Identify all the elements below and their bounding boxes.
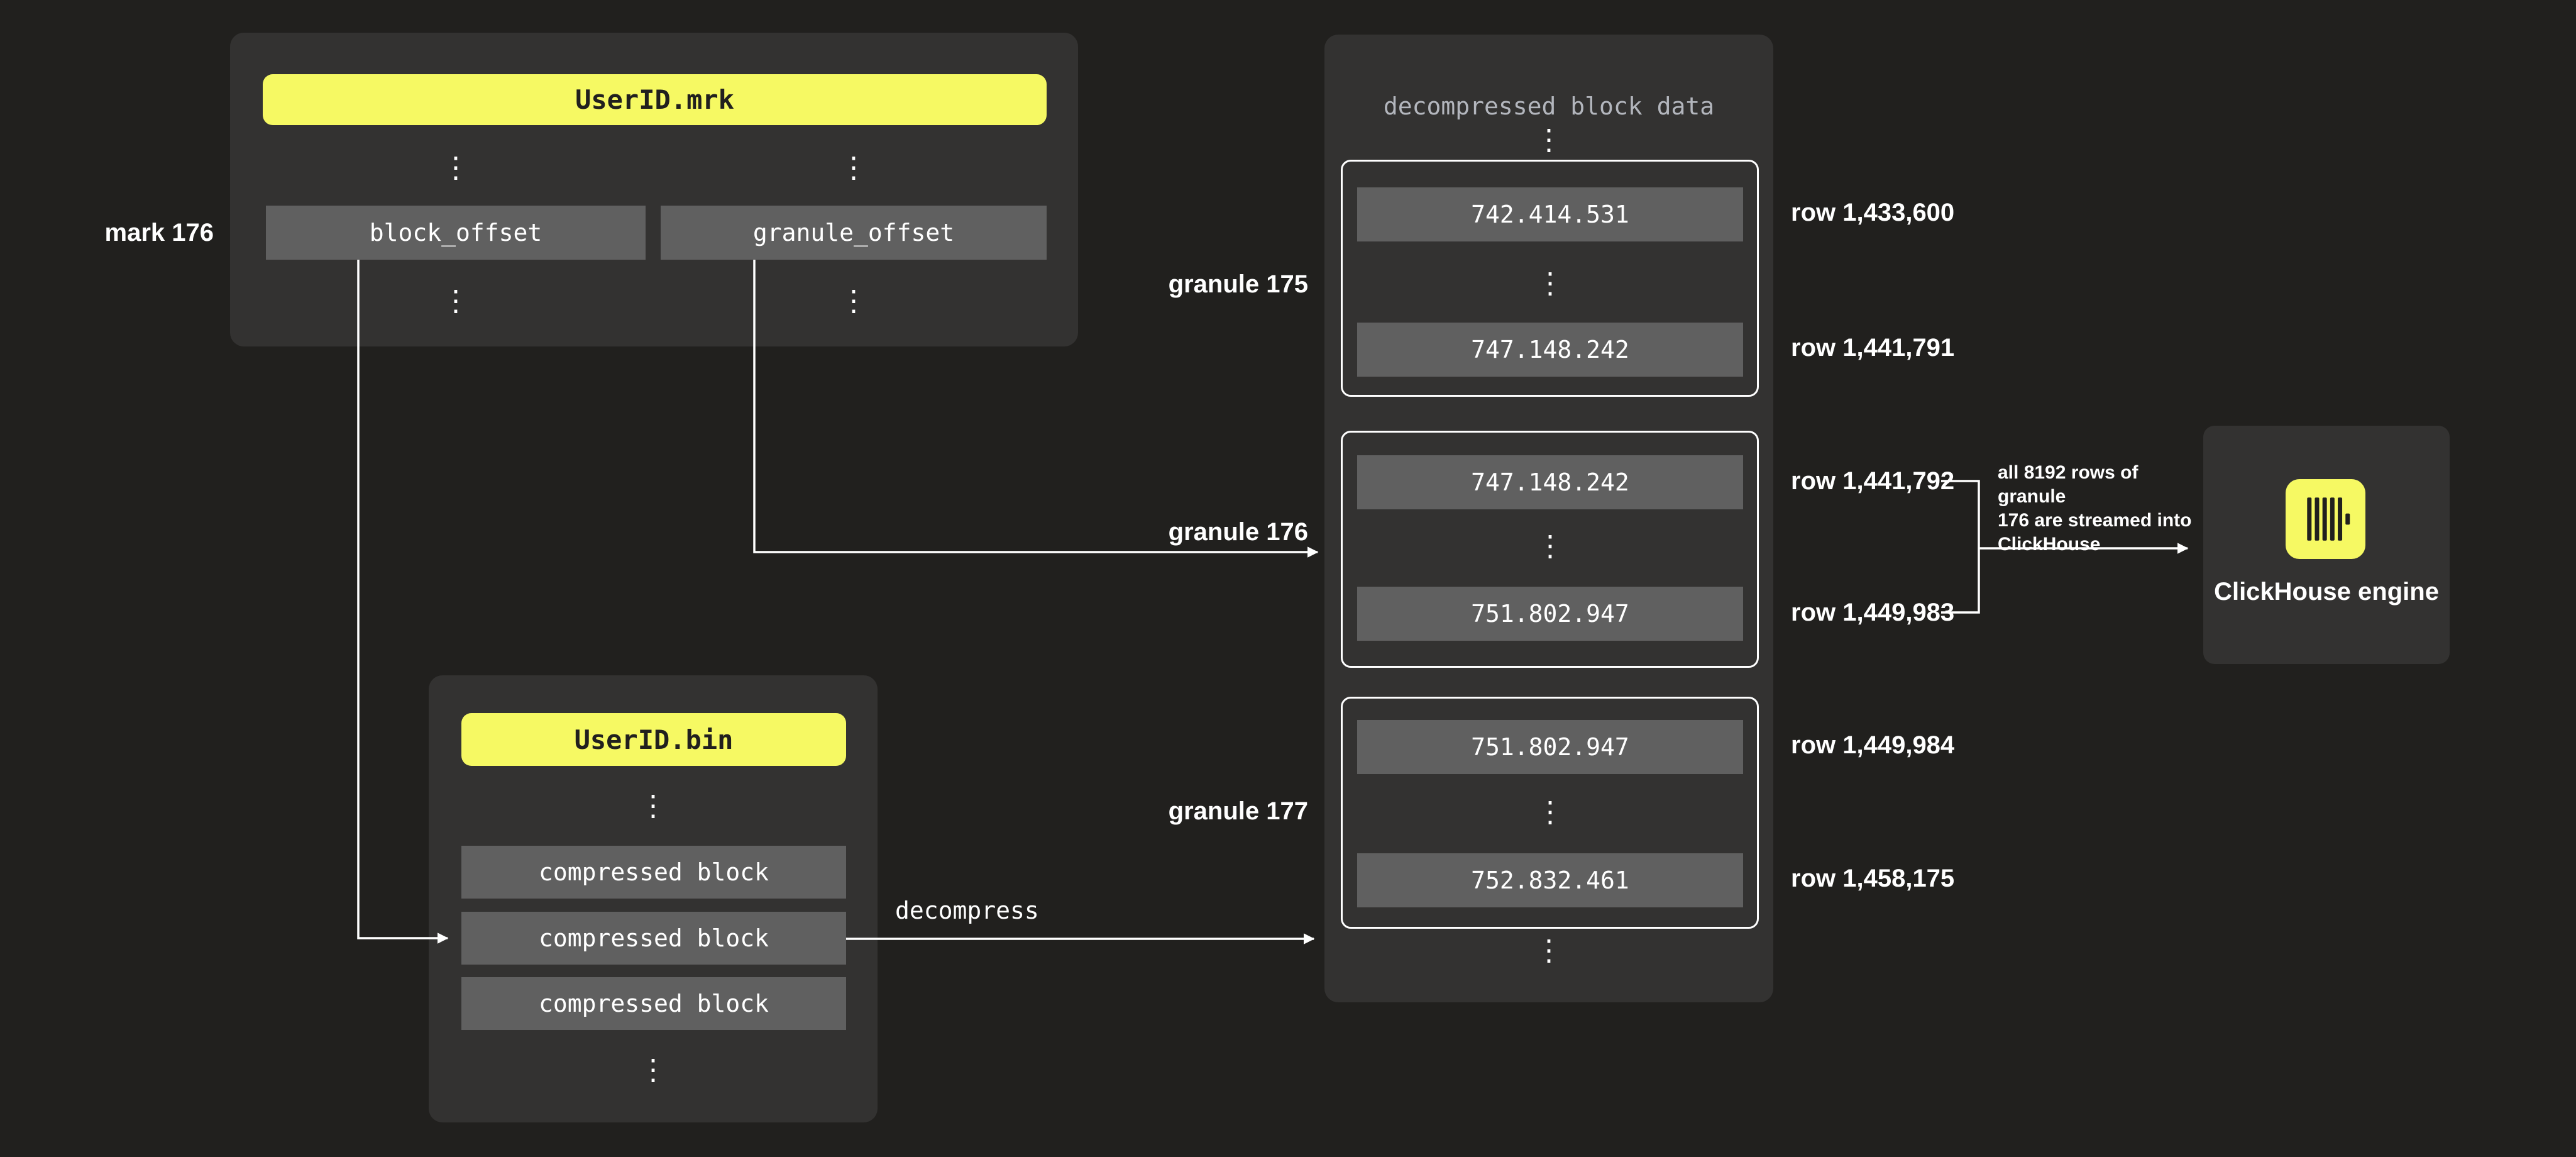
decompressed-panel: decompressed block data ⋮ 742.414.531 ⋮ …	[1324, 35, 1773, 1002]
field-block-offset-label: block_offset	[369, 219, 542, 246]
granule-value: 752.832.461	[1357, 853, 1743, 907]
vertical-ellipsis-icon: ⋮	[1534, 933, 1563, 967]
annotation-line: all 8192 rows of granule	[1998, 462, 2138, 507]
wire-row-bracket	[1941, 480, 1980, 614]
annotation-line: 176 are streamed into	[1998, 510, 2192, 531]
mrk-file-title-text: UserID.mrk	[575, 84, 734, 115]
granule-value-text: 747.148.242	[1471, 468, 1629, 496]
vertical-ellipsis-icon: ⋮	[1536, 266, 1565, 300]
granule-box-177: 751.802.947 ⋮ 752.832.461	[1341, 697, 1759, 929]
bin-file-panel: UserID.bin ⋮ compressed block compressed…	[429, 675, 878, 1122]
granule-value-text: 751.802.947	[1471, 733, 1629, 761]
field-granule-offset-label: granule_offset	[752, 219, 955, 246]
mark-label: mark 176	[104, 219, 214, 246]
annotation: all 8192 rows of granule 176 are streame…	[1998, 461, 2211, 556]
decompress-arrow-label: decompress	[895, 897, 1039, 924]
vertical-ellipsis-icon: ⋮	[441, 150, 470, 184]
vertical-ellipsis-icon: ⋮	[639, 1053, 668, 1087]
vertical-ellipsis-icon: ⋮	[839, 150, 868, 184]
field-block-offset: block_offset	[266, 206, 646, 260]
vertical-ellipsis-icon: ⋮	[639, 789, 668, 822]
granule-label-175: granule 175	[1168, 270, 1308, 298]
granule-value-text: 751.802.947	[1471, 600, 1629, 628]
row-label: row 1,449,984	[1791, 731, 1955, 759]
granule-box-176: 747.148.242 ⋮ 751.802.947	[1341, 431, 1759, 668]
granule-value-text: 742.414.531	[1471, 201, 1629, 228]
mrk-file-panel: UserID.mrk ⋮ ⋮ block_offset granule_offs…	[230, 33, 1078, 346]
mrk-file-title: UserID.mrk	[263, 74, 1047, 125]
annotation-line: ClickHouse	[1998, 534, 2101, 555]
compressed-block: compressed block	[461, 912, 846, 965]
vertical-ellipsis-icon: ⋮	[839, 284, 868, 318]
clickhouse-logo-icon	[2286, 479, 2365, 559]
vertical-ellipsis-icon: ⋮	[441, 284, 470, 318]
row-label: row 1,433,600	[1791, 199, 1955, 226]
granule-box-175: 742.414.531 ⋮ 747.148.242	[1341, 160, 1759, 397]
compressed-block: compressed block	[461, 977, 846, 1030]
compressed-block-label: compressed block	[538, 924, 769, 952]
granule-value: 747.148.242	[1357, 323, 1743, 377]
field-granule-offset: granule_offset	[661, 206, 1047, 260]
granule-value-text: 752.832.461	[1471, 866, 1629, 894]
granule-label-177: granule 177	[1168, 797, 1308, 825]
clickhouse-logo-bars	[2307, 497, 2350, 541]
clickhouse-engine-panel: ClickHouse engine	[2203, 426, 2450, 664]
row-label: row 1,458,175	[1791, 865, 1955, 892]
vertical-ellipsis-icon: ⋮	[1534, 123, 1563, 157]
clickhouse-engine-label: ClickHouse engine	[2214, 578, 2439, 606]
decompressed-panel-title: decompressed block data	[1383, 92, 1715, 120]
bin-file-title: UserID.bin	[461, 713, 846, 766]
granule-value: 751.802.947	[1357, 587, 1743, 641]
granule-value-text: 747.148.242	[1471, 336, 1629, 363]
granule-label-176: granule 176	[1168, 518, 1308, 546]
vertical-ellipsis-icon: ⋮	[1536, 795, 1565, 829]
vertical-ellipsis-icon: ⋮	[1536, 529, 1565, 563]
granule-value: 742.414.531	[1357, 187, 1743, 241]
granule-value: 747.148.242	[1357, 455, 1743, 509]
compressed-block: compressed block	[461, 846, 846, 899]
compressed-block-label: compressed block	[538, 990, 769, 1017]
compressed-block-label: compressed block	[538, 858, 769, 886]
row-label: row 1,449,983	[1791, 599, 1955, 626]
bin-file-title-text: UserID.bin	[574, 724, 734, 755]
row-label: row 1,441,791	[1791, 334, 1955, 362]
granule-value: 751.802.947	[1357, 720, 1743, 774]
row-label: row 1,441,792	[1791, 467, 1955, 495]
